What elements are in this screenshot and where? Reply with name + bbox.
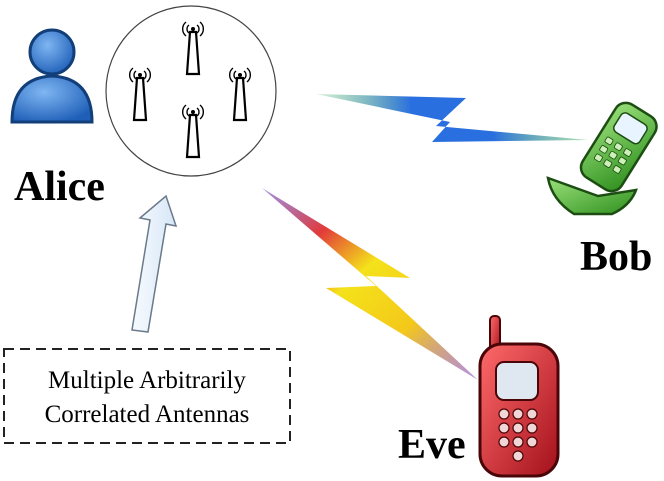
bob-label: Bob [580, 234, 652, 280]
antenna-note-line1: Multiple Arbitrarily [48, 367, 246, 394]
bob-link-bolt [316, 94, 588, 142]
flip-phone-icon [546, 101, 658, 216]
antenna-icon [182, 104, 204, 159]
antenna-array-circle [105, 5, 277, 177]
mobile-phone-icon [478, 315, 560, 478]
antenna-note-line2: Correlated Antennas [45, 401, 250, 428]
alice-user-icon [10, 28, 94, 124]
eve-label: Eve [398, 422, 466, 468]
antenna-icon [182, 21, 204, 76]
antenna-note-box [3, 348, 291, 444]
alice-label: Alice [14, 164, 105, 210]
antenna-icon [229, 67, 251, 122]
eve-link-bolt [262, 188, 478, 380]
pointer-arrow [131, 194, 178, 333]
